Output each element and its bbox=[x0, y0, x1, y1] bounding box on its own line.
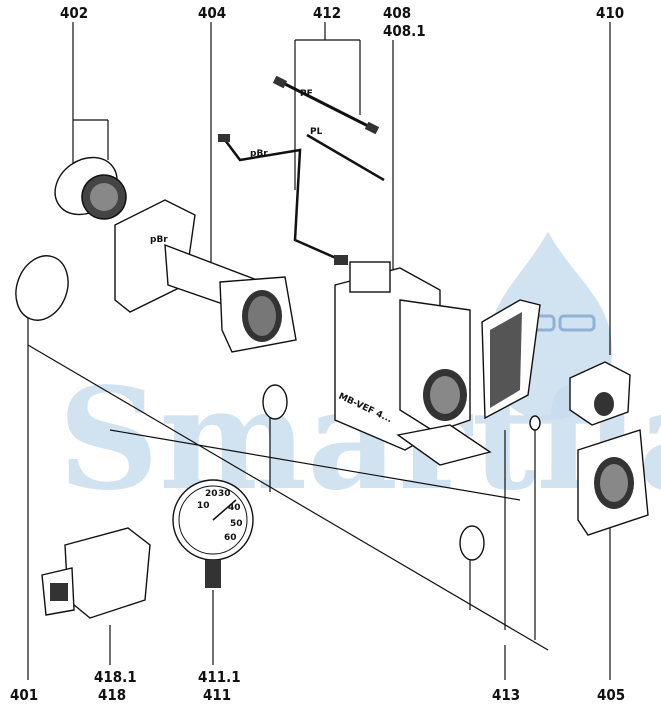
label-408: 408 bbox=[383, 4, 411, 22]
pbr-label-tube: pBr bbox=[250, 149, 268, 159]
pressure-gauge-411: 10 20 30 40 50 60 bbox=[172, 479, 254, 588]
inlet-flange-404: pBr bbox=[114, 199, 297, 353]
gauge-mark-40: 40 bbox=[228, 503, 241, 513]
label-404: 404 bbox=[198, 4, 226, 22]
label-405: 405 bbox=[597, 686, 625, 704]
gauge-mark-30: 30 bbox=[218, 489, 231, 499]
label-412: 412 bbox=[313, 4, 341, 22]
o-ring-401 bbox=[15, 255, 69, 321]
pbr-label-flange: pBr bbox=[150, 235, 168, 245]
outlet-flange-405 bbox=[577, 429, 649, 536]
label-418: 418 bbox=[98, 686, 126, 704]
label-401: 401 bbox=[10, 686, 38, 704]
gas-valve-body-408: MB-VEF 4... bbox=[334, 261, 492, 466]
gauge-mark-50: 50 bbox=[230, 519, 243, 529]
o-ring-small-2 bbox=[529, 415, 541, 431]
impulse-tubes-412: PF PL pBr bbox=[218, 75, 385, 265]
label-413: 413 bbox=[492, 686, 520, 704]
gauge-mark-60: 60 bbox=[224, 533, 237, 543]
callout-labels: 402 404 412 408 408.1 410 401 418.1 418 … bbox=[10, 4, 625, 704]
leader-lines bbox=[72, 22, 611, 665]
pl-label: PL bbox=[310, 127, 323, 137]
label-418-1: 418.1 bbox=[94, 668, 137, 686]
retaining-ring-and-filter-402 bbox=[54, 156, 127, 220]
gauge-mark-20: 20 bbox=[205, 489, 218, 499]
o-ring-small-1 bbox=[262, 384, 288, 420]
assembly-lines bbox=[27, 310, 611, 680]
label-410: 410 bbox=[596, 4, 624, 22]
pf-label: PF bbox=[300, 89, 313, 99]
label-408-1: 408.1 bbox=[383, 22, 426, 40]
label-411: 411 bbox=[203, 686, 231, 704]
filter-insert-408-1 bbox=[481, 299, 541, 420]
label-402: 402 bbox=[60, 4, 88, 22]
plug-connector-418 bbox=[41, 527, 151, 619]
label-411-1: 411.1 bbox=[198, 668, 241, 686]
pressure-switch-410 bbox=[569, 361, 631, 426]
gauge-mark-10: 10 bbox=[197, 501, 210, 511]
o-ring-small-3 bbox=[459, 525, 485, 561]
